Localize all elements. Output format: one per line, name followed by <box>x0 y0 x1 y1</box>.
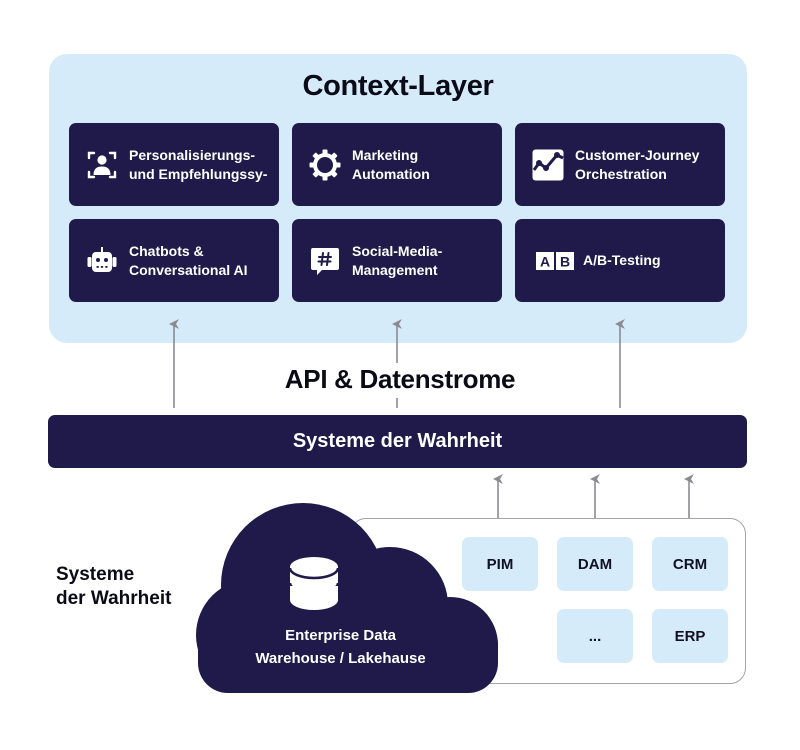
context-layer-panel: Context-Layer Personalisierungs- und Emp… <box>49 54 747 343</box>
card-ab-testing[interactable]: A B A/B-Testing <box>515 219 725 302</box>
source-more[interactable]: ... <box>557 609 633 663</box>
robot-icon <box>85 244 119 278</box>
source-dam[interactable]: DAM <box>557 537 633 591</box>
card-customer-journey[interactable]: Customer-Journey Orchestration <box>515 123 725 206</box>
ab-letter-a: A <box>540 253 550 269</box>
warehouse-label: Enterprise Data Warehouse / Lakehause <box>198 624 483 670</box>
card-chatbots[interactable]: Chatbots & Conversational AI <box>69 219 279 302</box>
gear-icon <box>308 148 342 182</box>
card-label-line: A/B-Testing <box>583 252 661 268</box>
card-personalization[interactable]: Personalisierungs- und Empfehlungssy- <box>69 123 279 206</box>
hashtag-chat-icon <box>308 244 342 278</box>
context-layer-title: Context-Layer <box>302 70 494 102</box>
source-crm[interactable]: CRM <box>652 537 728 591</box>
card-label-line: Personalisierungs- <box>129 146 256 163</box>
card-label-line: Management <box>352 261 438 278</box>
card-label-line: Conversational AI <box>129 261 248 278</box>
card-label-line: Social-Media- <box>352 242 443 259</box>
source-erp[interactable]: ERP <box>652 609 728 663</box>
ab-letter-b: B <box>560 253 570 269</box>
systems-of-truth-bar-label: Systeme der Wahrheit <box>292 430 503 452</box>
card-label-line: und Empfehlungssy- <box>129 165 268 182</box>
card-label-line: Customer-Journey <box>575 146 700 163</box>
card-marketing-automation[interactable]: Marketing Automation <box>292 123 502 206</box>
systems-of-truth-side-label: Systeme der Wahrheit <box>56 563 171 611</box>
database-icon <box>288 557 340 610</box>
line-chart-icon <box>531 148 565 182</box>
card-label-line: Marketing <box>352 146 419 163</box>
systems-of-truth-bar: Systeme der Wahrheit <box>48 415 747 468</box>
card-label-line: Chatbots & <box>129 242 204 259</box>
warehouse-label-line: Enterprise Data <box>285 627 396 644</box>
ab-test-icon: A B <box>535 244 575 278</box>
side-label-line: Systeme <box>56 564 135 585</box>
source-pim[interactable]: PIM <box>462 537 538 591</box>
card-label-line: Orchestration <box>575 165 667 182</box>
api-data-streams-label: API & Datenstrome <box>284 364 516 394</box>
warehouse-label-line: Warehouse / Lakehause <box>255 650 426 667</box>
person-focus-icon <box>85 148 119 182</box>
side-label-line: der Wahrheit <box>56 588 172 609</box>
data-warehouse-cloud <box>196 503 498 693</box>
card-label-line: Automation <box>352 165 430 182</box>
card-social-media[interactable]: Social-Media- Management <box>292 219 502 302</box>
